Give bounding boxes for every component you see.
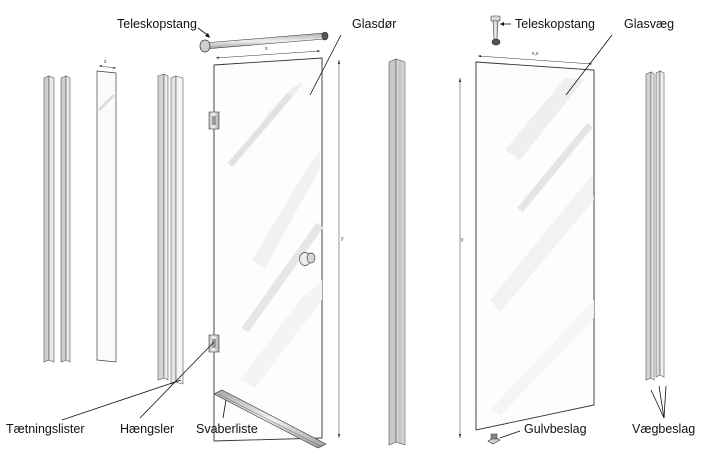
label-hinges: Hængsler xyxy=(120,422,175,436)
door-knob xyxy=(299,252,316,266)
wall-bracket-profiles xyxy=(645,70,665,381)
glass-wall: x,x y xyxy=(458,51,595,438)
label-telescope-bar-left: Teleskopstang xyxy=(117,17,197,31)
narrow-glass-panel: z xyxy=(96,59,117,363)
door-profile xyxy=(157,73,184,385)
label-glass-door: Glasdør xyxy=(352,17,397,31)
label-glass-wall: Glasvæg xyxy=(624,17,675,31)
hinge-top xyxy=(208,111,220,130)
label-floor-bracket: Gulvbeslag xyxy=(524,422,587,436)
dimension-y-wall: y xyxy=(461,237,464,243)
label-wall-bracket: Vægbeslag xyxy=(632,422,696,436)
label-telescope-bar-right: Teleskopstang xyxy=(515,17,595,31)
dimension-y-door: y xyxy=(341,236,344,242)
wall-profile-center xyxy=(388,58,406,446)
leader-lines xyxy=(61,34,667,439)
floor-bracket xyxy=(487,433,501,445)
glass-door: x y xyxy=(213,46,344,442)
label-seal-strips: Tætningslister xyxy=(6,422,85,436)
squeegee-strip xyxy=(213,389,327,449)
seal-strip-pair xyxy=(43,75,71,363)
hinge-bottom xyxy=(208,334,220,353)
label-squeegee: Svaberliste xyxy=(196,422,258,436)
dimension-x: x xyxy=(265,46,268,52)
telescope-bar-left xyxy=(197,27,329,53)
telescope-bar-right xyxy=(490,15,511,46)
dimension-x-wall: x,x xyxy=(532,51,539,57)
dimension-z: z xyxy=(104,59,107,65)
